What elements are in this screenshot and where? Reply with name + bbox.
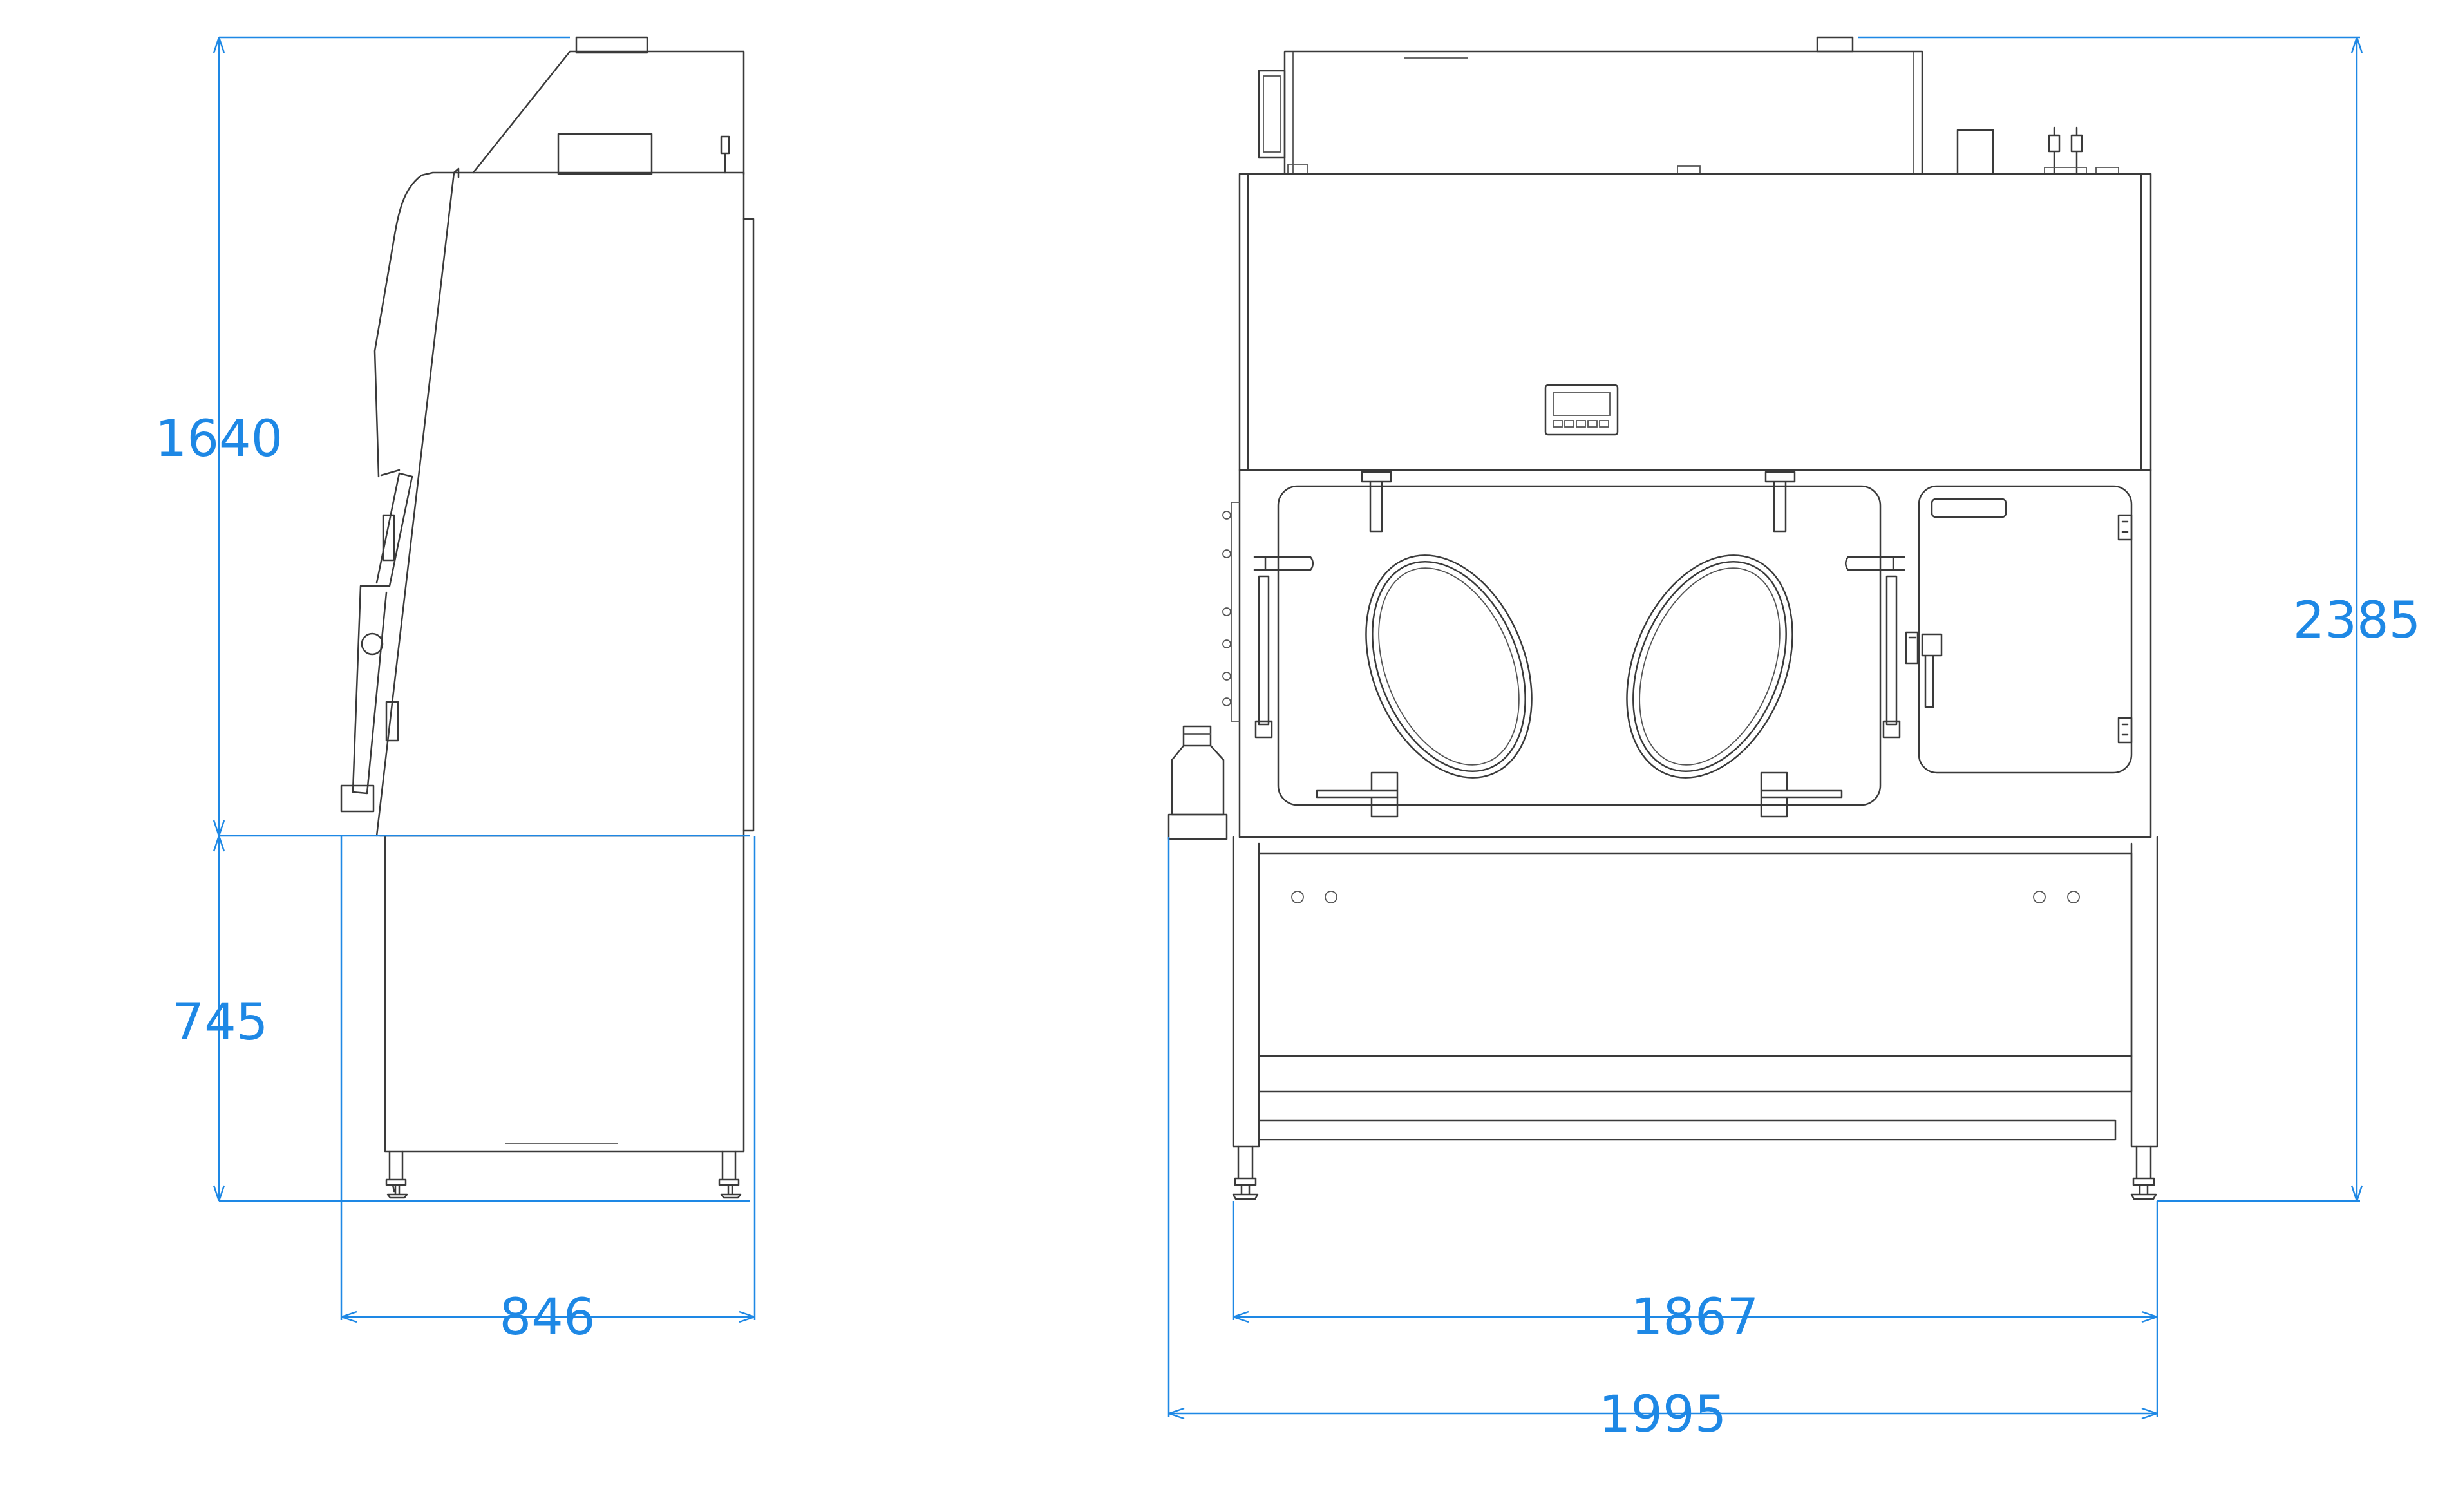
dim-upper-height: 1640	[155, 410, 283, 468]
pass-box-hinge-top	[2117, 514, 2133, 541]
dim-depth: 846	[500, 1289, 596, 1347]
front-base-frame	[1232, 836, 2158, 1148]
pass-box-label	[1931, 498, 2007, 518]
side-view	[340, 36, 755, 1199]
window-clamp-right	[1845, 556, 1905, 739]
side-glove-port	[352, 472, 413, 795]
glove-port-right	[1626, 554, 1793, 779]
side-port-handle	[382, 514, 399, 742]
window-clamp-left	[1253, 556, 1314, 739]
front-foot-right	[2130, 1145, 2157, 1200]
dim-base-height: 745	[173, 994, 269, 1052]
front-view	[1167, 36, 2158, 1200]
front-valve-left	[2048, 126, 2061, 175]
front-base-shelf	[1258, 1119, 2117, 1141]
side-foot-right	[718, 1150, 742, 1199]
glove-port-left	[1365, 554, 1533, 779]
front-fitting-box	[1956, 129, 1994, 175]
pass-box-hinge-bottom	[2117, 717, 2133, 744]
front-side-exhaust	[1258, 70, 1286, 159]
pass-box-door	[1918, 485, 2133, 774]
control-panel-buttons	[1553, 420, 1609, 428]
window-latch-bottom-right	[1760, 771, 1843, 818]
side-base-cabinet	[384, 835, 745, 1153]
side-dimensions: 1640 745 846	[155, 36, 756, 1347]
pass-box-handle	[1905, 631, 1943, 708]
front-filter-housing	[1283, 50, 1923, 175]
side-valve	[720, 135, 730, 174]
front-chamber	[1238, 173, 2152, 838]
side-front-glass-inner	[380, 167, 460, 477]
front-side-connectors	[1222, 502, 1240, 722]
side-exhaust-stub	[575, 36, 648, 54]
front-base-bolts	[1291, 891, 2080, 903]
main-window	[1277, 485, 1882, 806]
side-port-hinge	[361, 632, 384, 656]
side-back-panel	[742, 218, 755, 832]
side-port-latch	[340, 784, 375, 813]
side-chamber	[379, 171, 745, 837]
front-base-panel	[1258, 852, 2133, 1093]
front-dimensions: 2385 1867 1995	[1167, 36, 2421, 1444]
dim-overall-width: 1995	[1599, 1386, 1727, 1444]
side-foot-left	[385, 1150, 408, 1199]
bottle	[1167, 725, 1228, 840]
front-foot-left	[1232, 1145, 1259, 1200]
window-hinge-top-left	[1361, 471, 1392, 533]
side-top-box	[557, 133, 653, 175]
side-filter-housing	[472, 50, 745, 175]
front-valve-right	[2070, 126, 2083, 175]
control-panel-screen	[1553, 392, 1611, 416]
window-latch-bottom-left	[1316, 771, 1399, 818]
front-top-exhaust	[1816, 36, 1854, 53]
dim-total-height: 2385	[2293, 592, 2421, 650]
window-hinge-top-right	[1764, 471, 1796, 533]
dim-cabinet-width: 1867	[1631, 1289, 1759, 1347]
control-panel	[1544, 384, 1619, 436]
